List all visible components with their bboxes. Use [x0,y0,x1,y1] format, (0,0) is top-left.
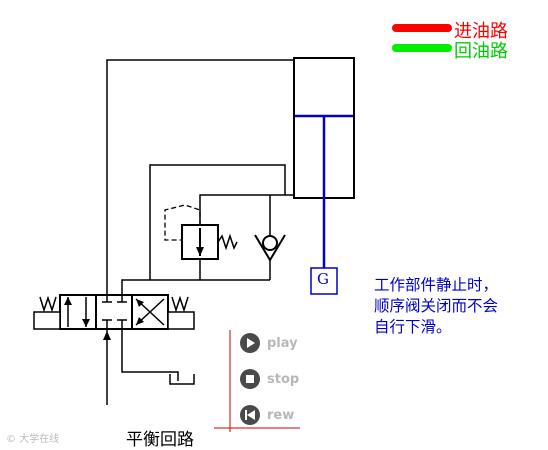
pilot-line [164,204,201,241]
legend-return-swatch [392,44,452,52]
play-button[interactable]: play [240,332,298,354]
note-line-1: 工作部件静止时， [374,276,499,294]
external-drain-line [149,164,286,280]
stop-button[interactable]: stop [240,368,299,390]
pipe-cylinder-bottom [199,194,294,225]
note-line-2: 顺序阀关闭而不会 [374,297,499,315]
rewind-icon [240,405,260,425]
play-icon [240,333,260,353]
rewind-label: rew [267,407,295,423]
play-label: play [267,335,298,351]
stop-icon [240,369,260,389]
stop-label: stop [267,371,300,387]
legend-return-label: 回油路 [454,41,508,62]
gauge-label: G [317,270,329,288]
load-box [310,267,338,295]
note-line-3: 自行下滑。 [374,318,452,336]
legend-supply-swatch [392,24,452,32]
watermark: © 大学在线 [6,434,60,445]
legend-supply: 进油路 [392,18,542,42]
check-valve-ball [262,235,278,251]
pressure-line-arrow [103,331,111,340]
pipe-top [106,59,294,295]
legend-return: 回油路 [392,38,542,62]
sequence-valve-spring [217,233,238,251]
explanation-note: 工作部件静止时， 顺序阀关闭而不会 自行下滑。 [374,275,548,338]
directional-valve [33,294,195,330]
sequence-valve-arrowhead [196,247,204,256]
diagram-caption: 平衡回路 [126,430,194,450]
rewind-button[interactable]: rew [240,404,294,426]
return-line [121,329,179,381]
pipe-bottom [121,279,270,295]
legend-supply-label: 进油路 [454,21,508,42]
tank-symbol [169,374,195,385]
